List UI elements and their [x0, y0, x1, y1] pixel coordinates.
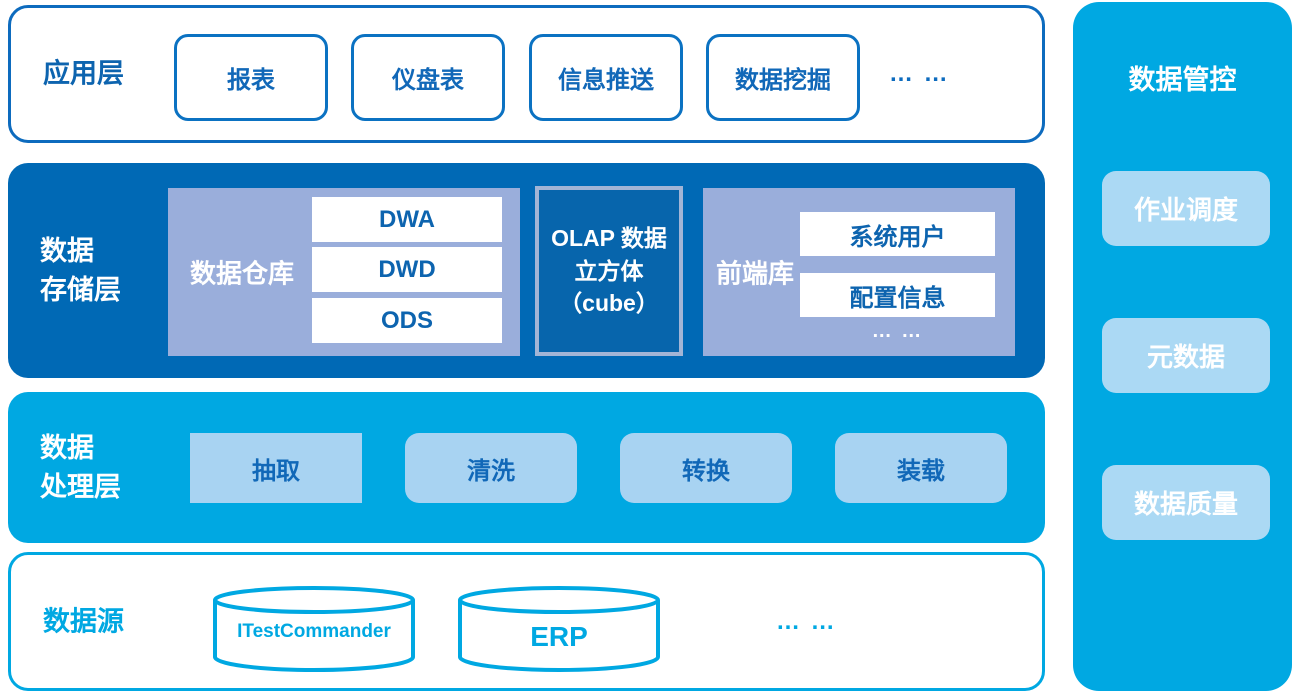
data-governance-title: 数据管控	[1128, 65, 1237, 95]
processing-item-transform: 转换	[620, 433, 792, 503]
processing-item-clean: 清洗	[405, 433, 577, 503]
app-item-dashboard: 仪盘表	[351, 34, 505, 121]
governance-item-metadata: 元数据	[1102, 318, 1270, 393]
olap-cube-box: OLAP 数据 立方体 （cube）	[535, 186, 683, 356]
front-db-item-config-info: 配置信息	[800, 273, 995, 317]
front-db-ellipsis: … …	[871, 320, 924, 342]
data-governance-panel: 数据管控 作业调度 元数据 数据质量	[1073, 2, 1292, 691]
processing-layer-label-line1: 数据	[40, 432, 94, 463]
storage-layer: 数据 存储层 数据仓库 DWA DWD ODS OLAP 数据 立方体 （cub…	[8, 163, 1045, 378]
processing-item-load: 装载	[835, 433, 1007, 503]
data-warehouse-label: 数据仓库	[190, 258, 295, 289]
processing-layer: 数据 处理层 抽取 清洗 转换 装载	[8, 392, 1045, 543]
olap-line1: OLAP 数据	[551, 225, 667, 252]
front-db-label: 前端库	[716, 258, 795, 289]
application-layer-label: 应用层	[43, 58, 124, 89]
app-item-push: 信息推送	[529, 34, 683, 121]
application-layer: 应用层 报表 仪盘表 信息推送 数据挖掘 … …	[8, 5, 1045, 143]
database-cylinder-icon	[458, 586, 660, 672]
processing-layer-label: 数据 处理层	[40, 428, 121, 506]
app-item-report: 报表	[174, 34, 328, 121]
governance-item-job-scheduling: 作业调度	[1102, 171, 1270, 246]
warehouse-item-ods: ODS	[312, 298, 502, 343]
application-ellipsis: … …	[889, 60, 950, 87]
warehouse-item-dwd: DWD	[312, 247, 502, 292]
source-database-label: ITestCommander	[237, 621, 391, 642]
processing-layer-label-line2: 处理层	[40, 471, 121, 502]
database-cylinder-icon	[213, 586, 415, 672]
storage-layer-label: 数据 存储层	[40, 231, 121, 309]
source-layer: 数据源 ITestCommander ERP … …	[8, 552, 1045, 691]
warehouse-item-dwa: DWA	[312, 197, 502, 242]
olap-line3: （cube）	[559, 290, 659, 317]
front-db-group: 前端库 系统用户 配置信息 … …	[703, 188, 1015, 356]
source-layer-label: 数据源	[43, 605, 124, 636]
source-database-erp: ERP	[456, 585, 662, 673]
processing-item-extract: 抽取	[190, 433, 362, 503]
olap-line2: 立方体	[574, 257, 644, 284]
source-database-itestcommander: ITestCommander	[211, 585, 417, 673]
governance-item-data-quality: 数据质量	[1102, 465, 1270, 540]
app-item-mining: 数据挖掘	[706, 34, 860, 121]
data-warehouse-group: 数据仓库 DWA DWD ODS	[168, 188, 520, 356]
front-db-item-system-users: 系统用户	[800, 212, 995, 256]
source-ellipsis: … …	[776, 607, 837, 635]
storage-layer-label-line2: 存储层	[40, 274, 121, 305]
storage-layer-label-line1: 数据	[40, 235, 94, 266]
source-database-label: ERP	[530, 621, 588, 652]
